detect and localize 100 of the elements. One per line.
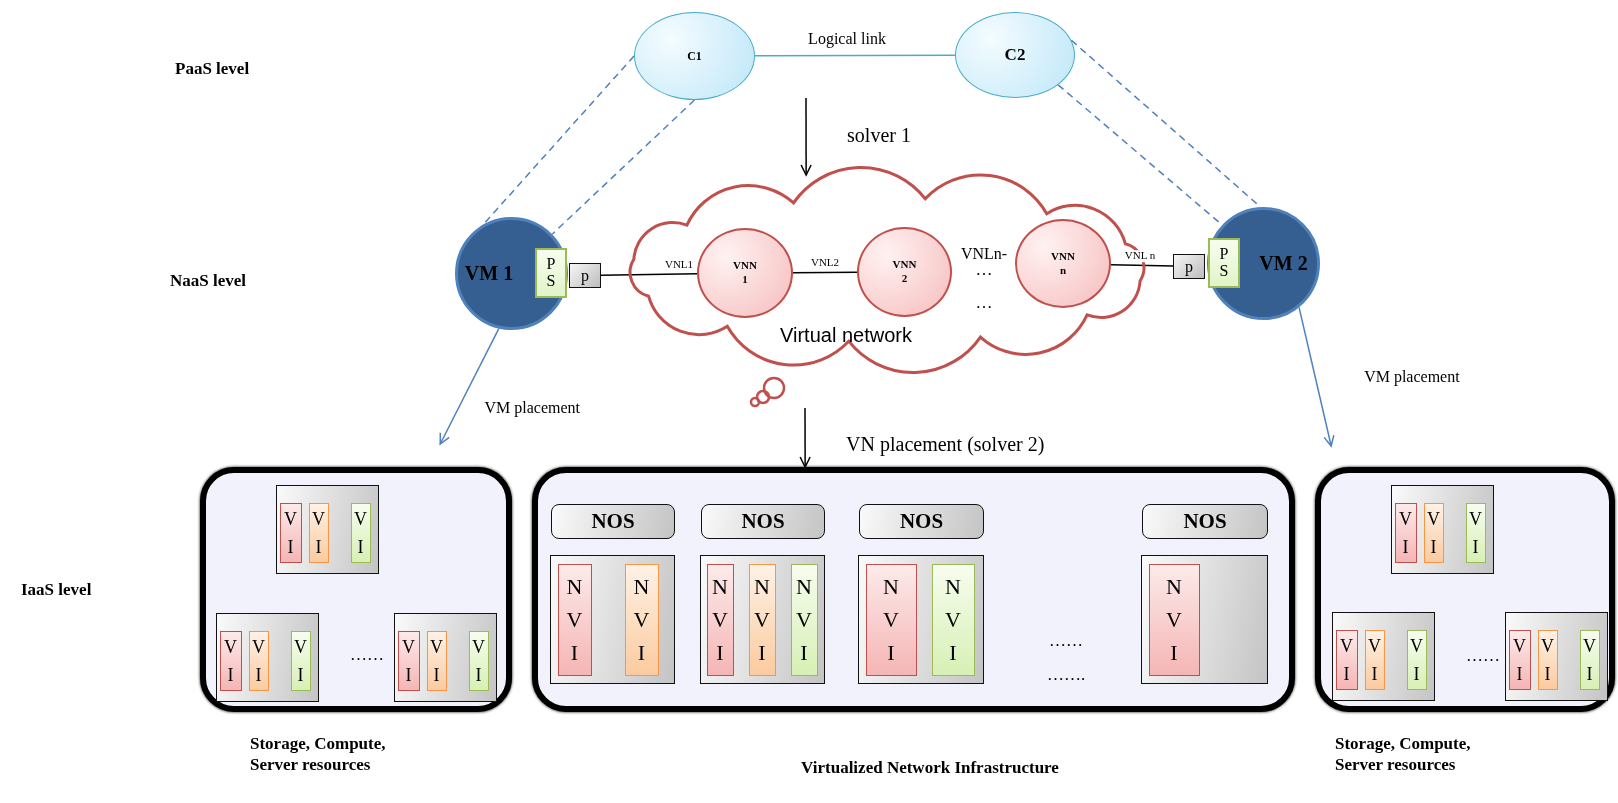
edge-label: Logical link <box>806 31 888 48</box>
ellipsis-text: … <box>975 260 993 280</box>
nvi-box <box>557 563 592 676</box>
arrow <box>439 327 500 445</box>
port-label: P S <box>545 256 557 290</box>
nos-box <box>551 504 675 539</box>
vm-label: VM 1 <box>464 262 514 285</box>
nos-label: NOS <box>899 509 944 534</box>
connector-line <box>1110 263 1174 267</box>
port-box <box>1208 238 1240 288</box>
connector-line <box>600 273 698 276</box>
vi-box <box>279 502 302 563</box>
connector-line <box>792 271 858 274</box>
nvi-box <box>931 563 975 676</box>
vi-label: V I <box>1339 634 1354 686</box>
node-label: C1 <box>687 48 702 64</box>
node-label: VNN 1 <box>732 259 758 287</box>
nvi-box <box>624 563 659 676</box>
vi-label: V I <box>1582 634 1597 686</box>
nvi-box <box>1148 563 1200 676</box>
nvi-box <box>706 563 734 676</box>
port-box <box>569 263 601 288</box>
vi-label: V I <box>429 635 444 687</box>
server-box <box>550 555 675 684</box>
panel <box>532 467 1295 712</box>
level-label: NaaS level <box>170 271 247 291</box>
server-box <box>858 555 984 684</box>
node-label: C2 <box>1004 45 1026 65</box>
ellipsis-text: … <box>975 293 993 313</box>
vm-label: VM 2 <box>1259 252 1308 275</box>
nvi-label: N V I <box>944 573 962 667</box>
vi-box <box>1364 629 1385 690</box>
node-label: VNN 2 <box>891 258 918 286</box>
server-box <box>276 485 379 574</box>
server-box <box>1391 485 1494 574</box>
node-label: Virtualized Network Infrastructure <box>800 757 1060 779</box>
vi-label: V I <box>223 635 238 687</box>
vi-label: V I <box>353 507 368 559</box>
edge-label: VM placement <box>1362 368 1462 386</box>
vi-label: V I <box>251 635 266 687</box>
nos-box <box>1142 504 1268 539</box>
nos-label: NOS <box>1183 509 1227 534</box>
node-label: Storage, Compute, Server resources <box>250 733 387 776</box>
vi-box <box>308 502 329 563</box>
ellipsis-text: …… <box>1049 631 1083 651</box>
nvi-label: N V I <box>632 573 651 667</box>
vi-box <box>219 630 242 691</box>
edge-label: VN placement (solver 2) <box>844 433 1047 454</box>
vi-box <box>1579 629 1600 690</box>
connector-line <box>754 54 956 57</box>
vi-box <box>1465 502 1486 563</box>
vi-box <box>248 630 269 691</box>
ellipsis-text: …… <box>350 645 384 665</box>
vi-label: V I <box>1512 634 1527 686</box>
nvi-label: N V I <box>1165 573 1183 667</box>
server-box <box>1505 612 1608 701</box>
server-box <box>700 555 825 684</box>
edge-label: VM placement <box>482 399 583 417</box>
port-label: p <box>1185 258 1193 275</box>
vi-label: V I <box>1540 634 1555 686</box>
nos-box <box>701 504 825 539</box>
vi-box <box>468 630 489 691</box>
vi-box <box>1406 629 1427 690</box>
level-label: PaaS level <box>175 59 250 79</box>
server-box <box>394 613 497 702</box>
vi-label: V I <box>1367 634 1382 686</box>
ellipsis-text: ……. <box>1046 665 1086 685</box>
nvi-box <box>865 563 917 676</box>
vi-label: V I <box>1426 507 1441 559</box>
vi-label: V I <box>471 635 486 687</box>
nvi-label: N V I <box>795 573 813 667</box>
server-box <box>1141 555 1268 684</box>
nvi-label: N V I <box>882 573 900 667</box>
node-label: Storage, Compute, Server resources <box>1335 733 1472 776</box>
vi-label: V I <box>1409 634 1424 686</box>
server-box <box>216 613 319 702</box>
nvi-box <box>790 563 818 676</box>
ellipsis-text: …… <box>1466 646 1500 666</box>
edge-label: VNL n <box>1122 250 1158 263</box>
vi-box <box>1508 629 1531 690</box>
nos-label: NOS <box>741 509 785 534</box>
port-box <box>535 248 567 298</box>
vi-label: V I <box>283 507 298 559</box>
vi-box <box>397 630 420 691</box>
arrow <box>1298 306 1335 447</box>
vi-label: V I <box>401 635 416 687</box>
level-label: IaaS level <box>21 580 92 600</box>
nos-label: NOS <box>591 509 635 534</box>
vi-box <box>1537 629 1558 690</box>
vi-label: V I <box>1398 507 1413 559</box>
nvi-label: N V I <box>753 573 771 667</box>
vi-box <box>1335 629 1358 690</box>
vi-label: V I <box>311 507 326 559</box>
server-box <box>1332 612 1435 701</box>
arrow <box>799 407 811 468</box>
vi-box <box>1423 502 1444 563</box>
link-label: VNLn- <box>960 245 1008 263</box>
dashed-line <box>551 99 696 235</box>
nvi-label: N V I <box>565 573 584 667</box>
panel <box>200 467 512 712</box>
